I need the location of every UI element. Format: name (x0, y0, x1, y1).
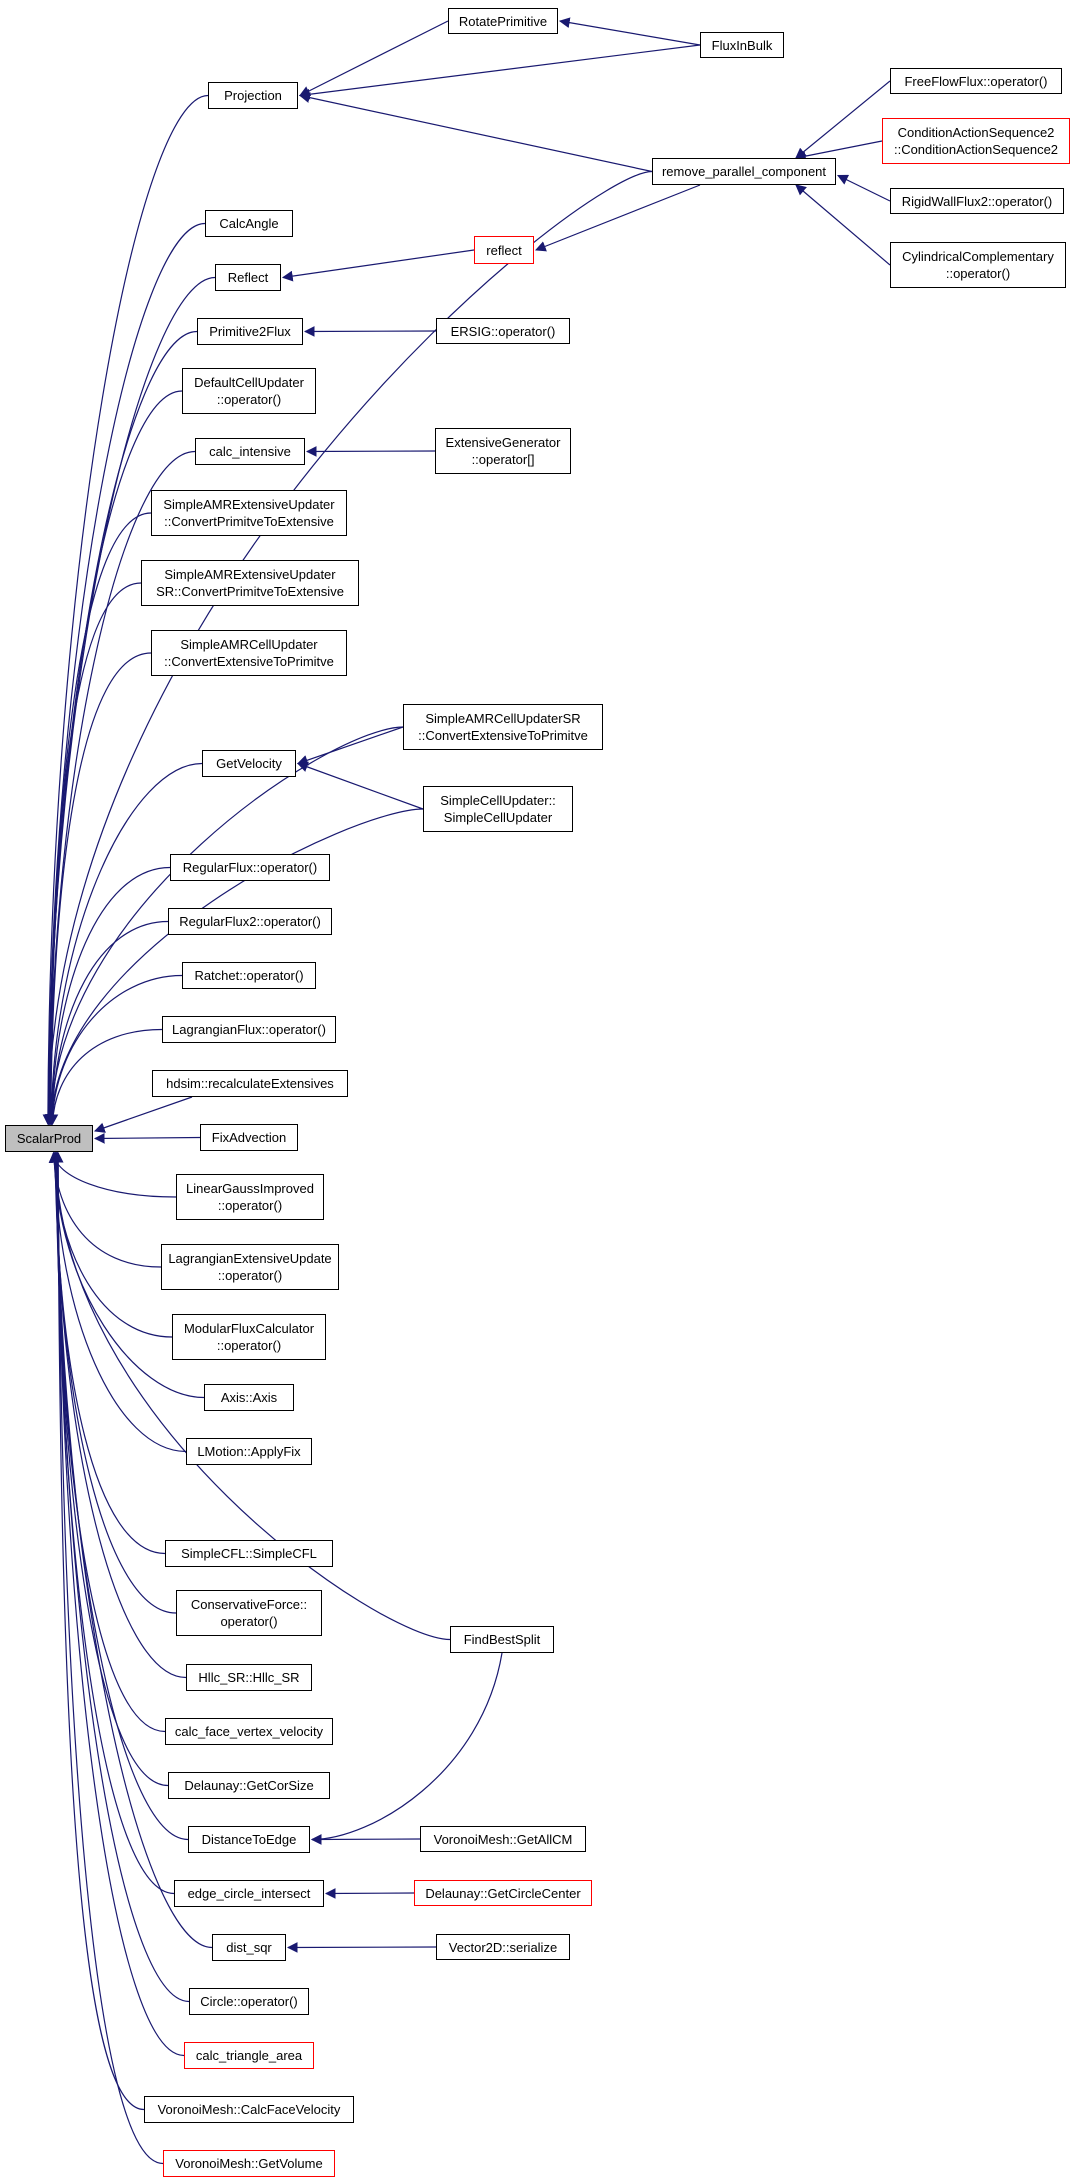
edge-samrextsr-to-scalarprod (44, 582, 142, 1126)
node-simplecfl[interactable]: SimpleCFL::SimpleCFL (165, 1540, 333, 1567)
node-rpc[interactable]: remove_parallel_component (652, 158, 836, 185)
node-projection[interactable]: Projection (208, 82, 298, 109)
node-delcor[interactable]: Delaunay::GetCorSize (168, 1772, 330, 1799)
node-dist2edge[interactable]: DistanceToEdge (188, 1826, 310, 1853)
edge-lingauss-to-scalarprod (48, 1151, 177, 1198)
node-calcangle[interactable]: CalcAngle (205, 210, 293, 237)
node-axis[interactable]: Axis::Axis (204, 1384, 294, 1411)
node-distsqr[interactable]: dist_sqr (212, 1934, 286, 1961)
node-samrcell[interactable]: SimpleAMRCellUpdater ::ConvertExtensiveT… (151, 630, 347, 676)
edge-calcangle-to-scalarprod (43, 222, 206, 1126)
edge-extgen-to-calcint (305, 446, 436, 457)
node-simplecell[interactable]: SimpleCellUpdater:: SimpleCellUpdater (423, 786, 573, 832)
edge-rotate-to-projection (299, 20, 449, 97)
node-vmvolume[interactable]: VoronoiMesh::GetVolume (163, 2150, 335, 2177)
node-ratchet[interactable]: Ratchet::operator() (182, 962, 316, 989)
node-freeflow[interactable]: FreeFlowFlux::operator() (890, 68, 1062, 94)
edge-reflectred-to-reflect (281, 249, 475, 282)
node-lingauss[interactable]: LinearGaussImproved ::operator() (176, 1174, 324, 1220)
node-fixadv[interactable]: FixAdvection (200, 1124, 298, 1151)
node-scalarprod: ScalarProd (5, 1125, 93, 1152)
edge-rigidwall-to-rpc (837, 174, 891, 202)
edge-hdsim-to-scalarprod (93, 1096, 193, 1133)
node-lmotion[interactable]: LMotion::ApplyFix (186, 1438, 312, 1465)
edge-cylcomp-to-rpc (795, 184, 891, 266)
node-edgecircle[interactable]: edge_circle_intersect (174, 1880, 324, 1907)
edge-samrcell-to-scalarprod (45, 652, 152, 1126)
edge-ersig-to-prim2flux (303, 326, 437, 337)
edge-lmotion-to-scalarprod (49, 1151, 187, 1453)
node-consforce[interactable]: ConservativeForce:: operator() (176, 1590, 322, 1636)
edge-prim2flux-to-scalarprod (43, 330, 198, 1126)
node-rigidwall[interactable]: RigidWallFlux2::operator() (890, 188, 1064, 214)
node-hdsim[interactable]: hdsim::recalculateExtensives (152, 1070, 348, 1097)
edge-simplecfl-to-scalarprod (49, 1151, 166, 1555)
edge-getvel-to-scalarprod (45, 762, 203, 1126)
edge-regflux2-to-scalarprod (46, 920, 169, 1126)
edge-vmvolume-to-scalarprod (52, 1151, 164, 2165)
edge-samrext-to-scalarprod (44, 512, 152, 1126)
edge-rpc-to-reflectred (534, 184, 701, 252)
node-cfvv[interactable]: calc_face_vertex_velocity (165, 1718, 333, 1745)
node-delcircle[interactable]: Delaunay::GetCircleCenter (414, 1880, 592, 1906)
node-lagflux[interactable]: LagrangianFlux::operator() (162, 1016, 336, 1043)
node-prim2flux[interactable]: Primitive2Flux (197, 318, 303, 345)
node-samrextsr[interactable]: SimpleAMRExtensiveUpdater SR::ConvertPri… (141, 560, 359, 606)
node-voronoiallcm[interactable]: VoronoiMesh::GetAllCM (420, 1826, 586, 1852)
edge-vmfacevel-to-scalarprod (52, 1151, 145, 2111)
node-regflux2[interactable]: RegularFlux2::operator() (168, 908, 332, 935)
node-condseq[interactable]: ConditionActionSequence2 ::ConditionActi… (882, 118, 1070, 164)
edge-vecser-to-distsqr (286, 1942, 437, 1953)
node-samrext[interactable]: SimpleAMRExtensiveUpdater ::ConvertPrimi… (151, 490, 347, 536)
node-calcint[interactable]: calc_intensive (195, 438, 305, 465)
edge-regflux-to-scalarprod (46, 866, 171, 1126)
edge-findbest-to-dist2edge (310, 1652, 503, 1845)
edge-delcircle-to-edgecircle (324, 1888, 415, 1899)
node-ersig[interactable]: ERSIG::operator() (436, 318, 570, 344)
edge-fluxinbulk-to-rotate (558, 17, 701, 46)
edge-samrcellsr-to-getvel (296, 726, 404, 766)
edge-freeflow-to-rpc (795, 80, 891, 159)
node-reflectred[interactable]: reflect (474, 236, 534, 264)
node-cylcomp[interactable]: CylindricalComplementary ::operator() (890, 242, 1066, 288)
node-regflux[interactable]: RegularFlux::operator() (170, 854, 330, 881)
node-fluxinbulk[interactable]: FluxInBulk (700, 32, 784, 58)
edge-findbest-to-scalarprod (50, 1151, 451, 1641)
node-hllc[interactable]: Hllc_SR::Hllc_SR (186, 1664, 312, 1691)
edge-condseq-to-rpc (794, 140, 883, 162)
node-modflux[interactable]: ModularFluxCalculator ::operator() (172, 1314, 326, 1360)
edge-voronoiallcm-to-dist2edge (310, 1834, 421, 1845)
node-vecser[interactable]: Vector2D::serialize (436, 1934, 570, 1960)
edge-ratchet-to-scalarprod (47, 974, 183, 1126)
node-rotate[interactable]: RotatePrimitive (448, 8, 558, 34)
node-calctri[interactable]: calc_triangle_area (184, 2042, 314, 2069)
node-circleop[interactable]: Circle::operator() (189, 1988, 309, 2015)
edge-fluxinbulk-to-projection (298, 44, 701, 100)
node-getvel[interactable]: GetVelocity (202, 750, 296, 777)
node-findbest[interactable]: FindBestSplit (450, 1626, 554, 1653)
edge-rpc-to-projection (298, 92, 653, 173)
edge-modflux-to-scalarprod (48, 1151, 173, 1338)
edge-projection-to-scalarprod (42, 94, 209, 1126)
node-defcell[interactable]: DefaultCellUpdater ::operator() (182, 368, 316, 414)
edge-samrcellsr-to-scalarprod (45, 726, 404, 1126)
node-extgen[interactable]: ExtensiveGenerator ::operator[] (435, 428, 571, 474)
node-samrcellsr[interactable]: SimpleAMRCellUpdaterSR ::ConvertExtensiv… (403, 704, 603, 750)
edge-simplecell-to-getvel (296, 761, 424, 810)
node-vmfacevel[interactable]: VoronoiMesh::CalcFaceVelocity (144, 2096, 354, 2123)
edge-lagflux-to-scalarprod (47, 1028, 163, 1126)
edge-calctri-to-scalarprod (52, 1151, 185, 2057)
edge-rpc-to-scalarprod (42, 170, 653, 1126)
edge-calcint-to-scalarprod (44, 450, 196, 1126)
node-reflect[interactable]: Reflect (215, 264, 281, 291)
edge-distsqr-to-scalarprod (51, 1151, 213, 1949)
node-lagext[interactable]: LagrangianExtensiveUpdate ::operator() (161, 1244, 339, 1290)
edge-fixadv-to-scalarprod (93, 1133, 201, 1144)
edge-cfvv-to-scalarprod (50, 1151, 166, 1733)
